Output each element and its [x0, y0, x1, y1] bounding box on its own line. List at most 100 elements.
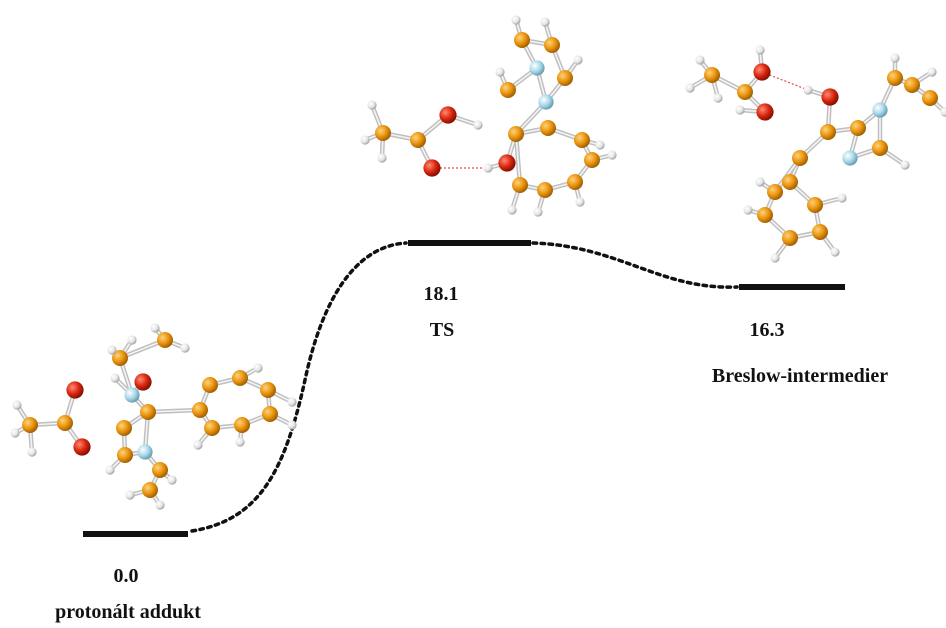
- hydrogen-atom: [595, 140, 605, 150]
- hydrogen-atom: [743, 205, 753, 215]
- carbon-atom: [807, 197, 823, 213]
- hydrogen-atom: [573, 55, 583, 65]
- carbon-atom: [232, 370, 248, 386]
- carbon-atom: [152, 462, 168, 478]
- carbon-atom: [887, 70, 903, 86]
- hydrogen-atom: [110, 373, 120, 383]
- carbon-atom: [820, 124, 836, 140]
- carbon-atom: [157, 332, 173, 348]
- hydrogen-atom: [735, 105, 745, 115]
- hydrogen-atom: [540, 17, 550, 27]
- ts-structure-icon: [360, 15, 617, 217]
- carbon-atom: [782, 174, 798, 190]
- carbon-atom: [204, 420, 220, 436]
- hydrogen-atom: [155, 500, 165, 510]
- hydrogen-atom: [511, 15, 521, 25]
- hydrogen-atom: [377, 153, 387, 163]
- hydrogen-atom: [755, 177, 765, 187]
- carbon-atom: [567, 174, 583, 190]
- hydrogen-atom: [713, 93, 723, 103]
- hydrogen-atom: [125, 490, 135, 500]
- product-structure-icon: [685, 45, 946, 263]
- carbon-atom: [850, 120, 866, 136]
- ts-name: TS: [429, 319, 455, 341]
- hydrogen-atom: [940, 107, 946, 117]
- carbon-atom: [262, 406, 278, 422]
- bond: [147, 409, 201, 413]
- hydrogen-atom: [927, 67, 937, 77]
- oxygen-atom: [753, 63, 771, 81]
- reactant-energy: 0.0: [113, 565, 139, 587]
- product-name: Breslow-intermedier: [711, 365, 889, 387]
- hydrogen-atom: [685, 83, 695, 93]
- hydrogen-atom: [483, 163, 493, 173]
- hydrogen-atom: [495, 67, 505, 77]
- carbon-atom: [584, 152, 600, 168]
- oxygen-atom: [439, 106, 457, 124]
- hydrogen-atom: [900, 160, 910, 170]
- carbon-atom: [192, 402, 208, 418]
- carbon-atom: [792, 150, 808, 166]
- product-energy: 16.3: [749, 319, 785, 341]
- hydrogen-atom: [473, 120, 483, 130]
- carbon-atom: [260, 382, 276, 398]
- carbon-atom: [557, 70, 573, 86]
- hydrogen-atom: [837, 193, 847, 203]
- hydrogen-atom: [607, 150, 617, 160]
- carbon-atom: [512, 177, 528, 193]
- hydrogen-atom: [367, 100, 377, 110]
- nitrogen-atom: [124, 387, 140, 403]
- hydrogen-atom: [27, 447, 37, 457]
- carbon-atom: [140, 404, 156, 420]
- carbon-atom: [737, 84, 753, 100]
- carbon-atom: [537, 182, 553, 198]
- carbon-atom: [508, 126, 524, 142]
- hydrogen-atom: [360, 135, 370, 145]
- hydrogen-atom: [755, 45, 765, 55]
- hydrogen-atom: [253, 363, 263, 373]
- carbon-atom: [117, 447, 133, 463]
- carbon-atom: [540, 120, 556, 136]
- carbon-atom: [375, 125, 391, 141]
- carbon-atom: [500, 82, 516, 98]
- hydrogen-atom: [150, 323, 160, 333]
- hydrogen-atom: [575, 197, 585, 207]
- carbon-atom: [514, 32, 530, 48]
- carbon-atom: [112, 350, 128, 366]
- carbon-atom: [767, 184, 783, 200]
- oxygen-atom: [66, 381, 84, 399]
- carbon-atom: [922, 90, 938, 106]
- hydrogen-atom: [10, 428, 20, 438]
- hydrogen-atom: [12, 400, 22, 410]
- connector-ts-product: [531, 241, 739, 289]
- oxygen-atom: [134, 373, 152, 391]
- hydrogen-atom: [287, 397, 297, 407]
- carbon-atom: [202, 377, 218, 393]
- carbon-atom: [574, 132, 590, 148]
- carbon-atom: [142, 482, 158, 498]
- hydrogen-atom: [235, 437, 245, 447]
- reactant-structure-icon: [10, 323, 297, 510]
- hydrogen-atom: [127, 335, 137, 345]
- carbon-atom: [410, 132, 426, 148]
- bond: [515, 133, 521, 186]
- connector-reactant-ts: [190, 241, 408, 533]
- carbon-atom: [812, 224, 828, 240]
- hydrogen-atom: [890, 53, 900, 63]
- hydrogen-atom: [105, 465, 115, 475]
- oxygen-atom: [821, 88, 839, 106]
- carbon-atom: [904, 77, 920, 93]
- carbon-atom: [757, 207, 773, 223]
- carbon-atom: [116, 420, 132, 436]
- hydrogen-atom: [533, 207, 543, 217]
- reactant-name: protonált addukt: [55, 601, 201, 623]
- oxygen-atom: [73, 438, 91, 456]
- oxygen-atom: [423, 159, 441, 177]
- hydrogen-atom: [107, 345, 117, 355]
- hydrogen-atom: [507, 205, 517, 215]
- hydrogen-atom: [695, 55, 705, 65]
- carbon-atom: [234, 417, 250, 433]
- hydrogen-atom: [180, 343, 190, 353]
